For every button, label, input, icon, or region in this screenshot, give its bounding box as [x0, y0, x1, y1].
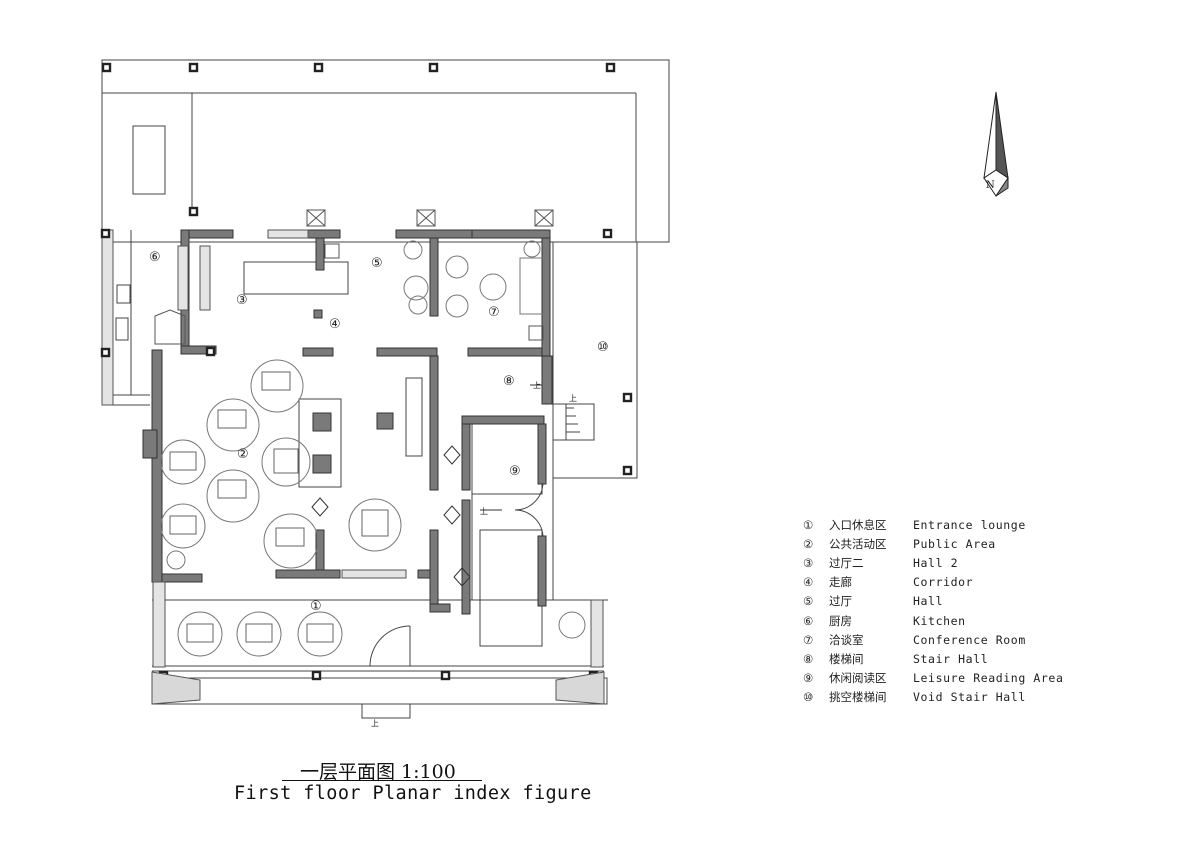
legend-en-label: Void Stair Hall — [913, 690, 1026, 705]
legend-en-label: Kitchen — [913, 613, 966, 628]
legend-number: ⑩ — [803, 690, 814, 705]
legend-row: ① 入口休息区 Entrance lounge — [803, 515, 1063, 534]
legend-en-label: Entrance lounge — [913, 517, 1026, 532]
legend-row: ⑥ 厨房 Kitchen — [803, 611, 1063, 630]
legend-number: ⑥ — [803, 613, 814, 628]
legend-row: ④ 走廊 Corridor — [803, 573, 1063, 592]
legend-number: ④ — [803, 575, 814, 590]
room-marker-entrance-lounge: ① — [310, 599, 322, 614]
legend-row: ⑨ 休闲阅读区 Leisure Reading Area — [803, 669, 1063, 688]
legend-en-label: Leisure Reading Area — [913, 671, 1064, 686]
canopy-outline — [101, 59, 670, 243]
stair-up-label: 上 — [569, 394, 577, 403]
north-label: N — [986, 180, 995, 191]
legend-number: ② — [803, 536, 814, 551]
stair-up-label: 上 — [480, 507, 488, 516]
legend-cn-label: 过厅 — [829, 594, 852, 609]
legend-cn-label: 厨房 — [829, 613, 852, 628]
room-marker-hall-2: ③ — [236, 293, 248, 308]
legend-row: ② 公共活动区 Public Area — [803, 534, 1063, 553]
plan-title-en: First floor Planar index figure — [234, 783, 592, 804]
room-marker-stair-hall: ⑧ — [503, 374, 515, 389]
legend-row: ③ 过厅二 Hall 2 — [803, 553, 1063, 572]
legend-row: ⑤ 过厅 Hall — [803, 592, 1063, 611]
legend-cn-label: 休闲阅读区 — [829, 671, 887, 686]
title-underline — [282, 780, 482, 781]
legend-number: ① — [803, 517, 814, 532]
room-marker-void-stair-hall: ⑩ — [597, 340, 609, 355]
legend-row: ⑦ 洽谈室 Conference Room — [803, 630, 1063, 649]
legend-cn-label: 楼梯间 — [829, 651, 864, 666]
void-stair-outline — [552, 241, 638, 479]
legend-en-label: Public Area — [913, 536, 996, 551]
room-marker-public-area: ② — [237, 447, 249, 462]
legend-row: ⑩ 挑空楼梯间 Void Stair Hall — [803, 688, 1063, 707]
legend-en-label: Corridor — [913, 575, 974, 590]
legend-number: ③ — [803, 555, 814, 570]
legend-number: ⑦ — [803, 632, 814, 647]
legend-cn-label: 过厅二 — [829, 555, 864, 570]
legend-cn-label: 挑空楼梯间 — [829, 690, 887, 705]
north-arrow-icon: N — [983, 91, 1009, 197]
room-marker-corridor: ④ — [329, 317, 341, 332]
legend-number: ⑧ — [803, 651, 814, 666]
room-marker-kitchen: ⑥ — [149, 250, 161, 265]
room-marker-leisure-reading-area: ⑨ — [509, 464, 521, 479]
legend-en-label: Hall — [913, 594, 944, 609]
legend-row: ⑧ 楼梯间 Stair Hall — [803, 649, 1063, 668]
plan-title-cn: 一层平面图 1:100 — [300, 761, 456, 783]
legend-en-label: Conference Room — [913, 632, 1026, 647]
legend-cn-label: 入口休息区 — [829, 517, 887, 532]
legend-cn-label: 公共活动区 — [829, 536, 887, 551]
room-marker-hall: ⑤ — [371, 256, 383, 271]
kitchen-island — [132, 125, 166, 195]
legend-en-label: Hall 2 — [913, 555, 959, 570]
legend-number: ⑤ — [803, 594, 814, 609]
stair-up-label: 上 — [371, 719, 379, 728]
stair-up-label: 上 — [533, 381, 541, 390]
legend-cn-label: 走廊 — [829, 575, 852, 590]
room-marker-conference-room: ⑦ — [488, 305, 500, 320]
legend-number: ⑨ — [803, 671, 814, 686]
legend-cn-label: 洽谈室 — [829, 632, 864, 647]
legend-en-label: Stair Hall — [913, 651, 989, 666]
